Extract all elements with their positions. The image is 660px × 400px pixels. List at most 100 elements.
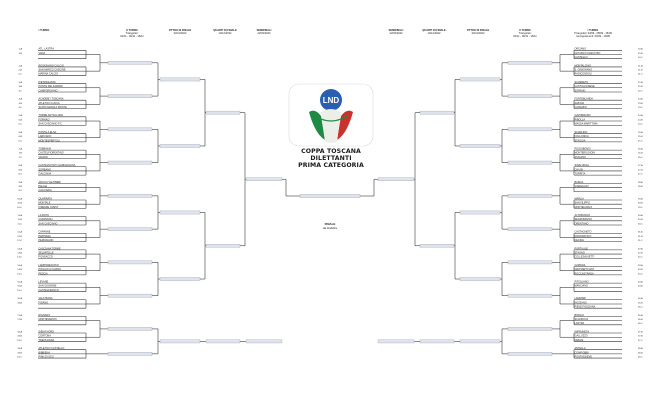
right-code-2-0: 22-A [638, 81, 643, 84]
left-code-15-1: 16-B [17, 302, 22, 304]
left-r4-slot-0 [205, 110, 241, 115]
right-code-18-2: 38-C [638, 356, 643, 358]
left-code-7-0: 8-A [19, 164, 23, 167]
left-team-0-0: ATL. LASTRA [39, 48, 55, 51]
right-team-1-1: S. GIMIGNANO [575, 69, 593, 72]
right-code-11-1: 31-B [638, 236, 643, 238]
left-code-0-1: 1-B [19, 53, 23, 55]
right-code-2-2: 22-C [638, 90, 643, 92]
final-label: FINALE [324, 222, 336, 226]
right-team-10-1: SEGROMIGNO [575, 218, 593, 221]
left-team-18-2: PIAN DI SCO [39, 355, 54, 358]
header-right-r2-title: II TURNO [519, 29, 531, 32]
right-r5-slot-0 [377, 177, 415, 181]
right-team-6-2: ASCIANO [575, 156, 586, 159]
left-r3-slot-2 [159, 210, 201, 215]
left-team-6-0: TOBBIANA [39, 147, 52, 150]
right-team-2-1: CASTIGLIONESE [575, 85, 595, 88]
left-team-16-0: RIGNANO [39, 314, 51, 317]
right-r2-slot-8 [507, 327, 553, 331]
left-team-12-1: SELVATELLE [39, 251, 54, 254]
header-left-r1: I TURNO [28, 29, 60, 32]
right-r2-slot-6 [507, 260, 553, 265]
left-team-17-1: CORTONA [39, 335, 52, 338]
left-team-7-0: CASTELNUOVO GARFAGNANA [39, 164, 76, 167]
left-code-2-0: 3-A [19, 81, 23, 84]
left-code-12-0: 13-A [17, 247, 22, 250]
left-code-13-1: 14-B [17, 269, 22, 271]
header-right-r3-date: 23/11/2022 [471, 32, 485, 36]
right-code-9-2: 29-C [638, 207, 643, 209]
left-code-13-2: 14-C [17, 273, 22, 275]
right-code-4-1: 24-B [638, 119, 643, 121]
right-team-16-0: BORGO [575, 314, 584, 317]
right-team-5-0: SCARLINO [575, 131, 588, 134]
right-team-6-1: MONTERIGGIONI [575, 152, 596, 155]
left-team-1-1: SAN MARCO CASCINE [39, 69, 66, 72]
header-right-r2: II TURNO Triangolari: 02/11 - 09/11 - 16… [505, 29, 545, 39]
right-code-1-1: 21-B [638, 70, 643, 72]
right-r5-slot-1 [377, 339, 415, 344]
header-left-r2-sub2: 02/11 - 09/11 - 16/11 [120, 35, 144, 39]
right-team-7-0: SINALUNGA [575, 164, 590, 167]
header-left-r4-title: QUARTI DI FINALE [213, 29, 237, 32]
left-team-5-2: MONTESPERTOLI [39, 139, 61, 142]
left-code-14-2: 15-C [17, 290, 22, 292]
right-team-4-1: RIBOLLA [575, 118, 586, 121]
right-code-15-2: 35-C [638, 307, 643, 309]
left-team-8-2: CALCINAIA [39, 189, 53, 192]
left-team-10-0: LA ROTA [39, 214, 50, 217]
left-code-16-0: 17-A [17, 314, 22, 317]
right-team-7-2: TORRITA [575, 173, 586, 176]
left-team-13-0: LAMPORECCHIO [39, 264, 59, 267]
left-team-7-1: SORBANO [39, 168, 52, 171]
right-code-14-0: 34-A [638, 281, 643, 284]
right-team-3-1: ALBINIA [575, 102, 585, 105]
header-right-r1: I TURNO Triangolari: 03/09 - 08/09 - 15/… [563, 29, 623, 39]
left-r2-slot-8 [107, 327, 153, 331]
header-left-r2: II TURNO Triangolari: 02/11 - 09/11 - 16… [112, 29, 152, 39]
left-code-4-1: 5-B [19, 119, 23, 121]
right-code-16-2: 36-C [638, 323, 643, 325]
right-team-13-2: ROCCASTRADA [575, 272, 595, 275]
header-right-r2-sub1: Triangolari: [518, 32, 532, 36]
right-team-0-1: GIOVANI FUCECCHIO [575, 52, 601, 55]
left-r3-slot-0 [159, 77, 201, 82]
right-team-18-0: ANTELLA [575, 347, 586, 350]
left-code-11-1: 12-B [17, 236, 22, 238]
left-r2-slot-4 [107, 194, 153, 198]
right-code-10-1: 30-B [638, 219, 643, 221]
left-code-1-2: 2-C [18, 74, 22, 76]
left-team-17-0: SIENA NORD [39, 330, 55, 333]
right-team-2-2: SORANO [575, 89, 586, 92]
left-team-10-2: SAN CASCIANO [39, 222, 58, 225]
left-r3-slot-3 [159, 277, 201, 281]
right-team-7-1: CHIUSI [575, 168, 584, 171]
right-team-9-2: MONTECARLO [575, 206, 593, 209]
left-team-10-1: CAPANNOLI [39, 218, 54, 221]
right-r4-slot-0 [419, 110, 455, 115]
right-code-8-0: 28-A [638, 181, 643, 184]
left-team-3-2: SANTA MARIA A MONTE [39, 106, 68, 109]
final-label-block: FINALE da stabilire [300, 222, 360, 230]
left-team-8-1: PALAIA [39, 185, 48, 188]
left-team-4-2: SAN CASCIANO F.C. [39, 123, 63, 126]
left-code-17-1: 18-B [17, 336, 22, 338]
left-team-9-0: QUARRATA [39, 197, 53, 200]
left-code-1-1: 2-B [19, 70, 23, 72]
left-code-17-2: 18-C [17, 340, 22, 342]
left-team-11-0: CAPANNE [39, 231, 51, 234]
right-team-0-0: ORCIANO [575, 48, 587, 51]
header-left-r2-sub1: Triangolari: [125, 32, 139, 36]
left-team-18-1: BIBBIENA [39, 351, 51, 354]
right-code-14-1: 34-B [638, 286, 643, 288]
right-code-1-2: 21-C [638, 74, 643, 76]
right-code-9-1: 29-B [638, 203, 643, 205]
right-r3-slot-1 [459, 144, 501, 148]
left-code-3-1: 4-B [19, 103, 23, 105]
right-code-7-2: 27-C [638, 174, 643, 176]
left-code-1-0: 2-A [19, 64, 23, 67]
right-team-4-2: MASSA MARITTIMA [575, 123, 598, 126]
right-code-12-1: 32-B [638, 252, 643, 254]
right-code-9-0: 29-A [638, 197, 643, 200]
